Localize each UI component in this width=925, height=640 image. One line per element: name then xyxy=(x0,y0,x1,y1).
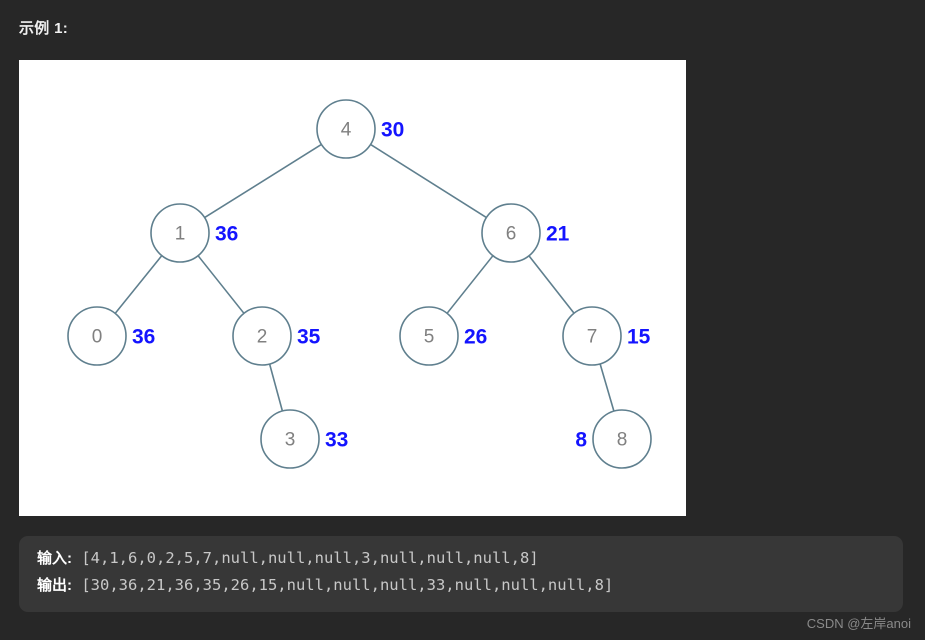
tree-node: 2 35 xyxy=(232,306,321,366)
input-value: [4,1,6,0,2,5,7,null,null,null,3,null,nul… xyxy=(81,549,539,567)
tree-node-key: 1 xyxy=(175,224,186,245)
tree-edge xyxy=(197,255,245,314)
tree-node-circle xyxy=(562,306,622,366)
tree-edge xyxy=(599,363,615,412)
tree-node-key: 8 xyxy=(617,430,628,451)
tree-edges-group xyxy=(114,143,615,412)
tree-node-value: 26 xyxy=(464,326,487,349)
tree-node-key: 4 xyxy=(341,120,352,141)
tree-node: 5 26 xyxy=(399,306,487,366)
tree-node-key: 0 xyxy=(92,327,103,348)
tree-edge xyxy=(114,255,163,314)
output-label: 输出: xyxy=(37,577,72,594)
tree-node-value: 8 xyxy=(575,429,587,452)
tree-node: 4 30 xyxy=(316,99,404,159)
tree-node-circle xyxy=(67,306,127,366)
tree-node-key: 7 xyxy=(587,327,598,348)
tree-edge xyxy=(446,255,494,314)
tree-node-key: 6 xyxy=(506,224,517,245)
tree-edge xyxy=(268,363,284,412)
tree-edge xyxy=(370,143,487,219)
tree-node-circle xyxy=(399,306,459,366)
tree-node: 1 36 xyxy=(150,203,238,263)
tree-node-circle xyxy=(592,409,652,469)
tree-node-circle xyxy=(260,409,320,469)
tree-node: 88 xyxy=(575,409,652,469)
tree-node-value: 30 xyxy=(381,119,404,142)
tree-node-circle xyxy=(232,306,292,366)
tree-node-value: 15 xyxy=(627,326,651,349)
io-block: 输入: [4,1,6,0,2,5,7,null,null,null,3,null… xyxy=(19,536,903,612)
input-label: 输入: xyxy=(37,550,72,567)
watermark: CSDN @左岸anoi xyxy=(806,616,911,631)
tree-node-value: 21 xyxy=(546,223,570,246)
tree-node: 7 15 xyxy=(562,306,651,366)
tree-node-circle xyxy=(316,99,376,159)
input-line: 输入: [4,1,6,0,2,5,7,null,null,null,3,null… xyxy=(37,545,903,572)
tree-node-value: 36 xyxy=(215,223,238,246)
output-value: [30,36,21,36,35,26,15,null,null,null,33,… xyxy=(81,576,614,594)
tree-edge xyxy=(528,255,575,314)
tree-node-value: 36 xyxy=(132,326,155,349)
tree-node: 0 36 xyxy=(67,306,155,366)
page-title: 示例 1: xyxy=(19,20,69,37)
tree-node: 6 21 xyxy=(481,203,570,263)
tree-node-key: 5 xyxy=(424,327,435,348)
tree-node-key: 3 xyxy=(285,430,296,451)
tree-node-value: 33 xyxy=(325,429,348,452)
output-line: 输出: [30,36,21,36,35,26,15,null,null,null… xyxy=(37,572,903,599)
tree-node-key: 2 xyxy=(257,327,268,348)
tree-node-circle xyxy=(150,203,210,263)
tree-node-circle xyxy=(481,203,541,263)
tree-node-value: 35 xyxy=(297,326,321,349)
tree-edge xyxy=(204,143,322,219)
